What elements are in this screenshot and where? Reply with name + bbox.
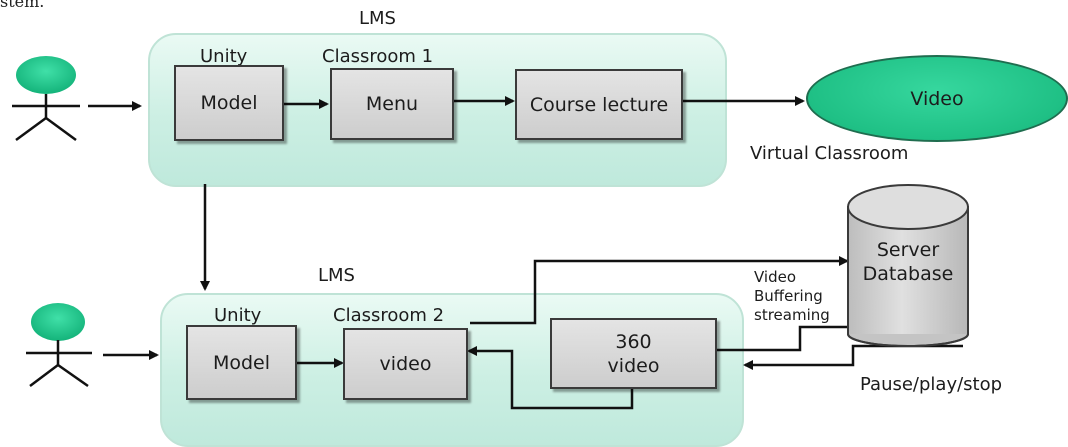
server-database-label: Server Database bbox=[848, 238, 968, 286]
server-database-icon bbox=[847, 184, 969, 347]
classroom-2-label: Classroom 2 bbox=[333, 305, 445, 326]
streaming-line3: streaming bbox=[754, 306, 830, 324]
classroom-1-label: Classroom 1 bbox=[322, 46, 434, 67]
model-box-top: Model bbox=[174, 65, 284, 141]
video-360-box: 360 video bbox=[550, 318, 717, 389]
database-line1: Server bbox=[876, 239, 940, 261]
video-360-line1: 360 bbox=[615, 330, 652, 353]
streaming-label: Video Buffering streaming bbox=[754, 268, 830, 325]
unity-label-bottom: Unity bbox=[214, 305, 262, 326]
lms-label-bottom: LMS bbox=[318, 265, 355, 286]
unity-label-top: Unity bbox=[200, 46, 248, 67]
lms-label-top: LMS bbox=[359, 8, 396, 29]
caption-fragment: stem. bbox=[0, 0, 45, 11]
streaming-line2: Buffering bbox=[754, 287, 823, 305]
menu-box: Menu bbox=[330, 68, 454, 140]
actor-bottom-icon bbox=[26, 303, 92, 388]
actor-top-icon bbox=[12, 56, 80, 142]
database-line2: Database bbox=[862, 263, 954, 285]
pause-play-stop-label: Pause/play/stop bbox=[860, 374, 1003, 395]
virtual-classroom-label: Virtual Classroom bbox=[750, 143, 909, 164]
model-box-bottom: Model bbox=[186, 325, 297, 400]
video-360-line2: video bbox=[607, 354, 660, 377]
course-lecture-box: Course lecture bbox=[515, 69, 683, 140]
video-box: video bbox=[343, 328, 468, 400]
video-ellipse: Video bbox=[806, 55, 1068, 142]
streaming-line1: Video bbox=[754, 268, 797, 286]
